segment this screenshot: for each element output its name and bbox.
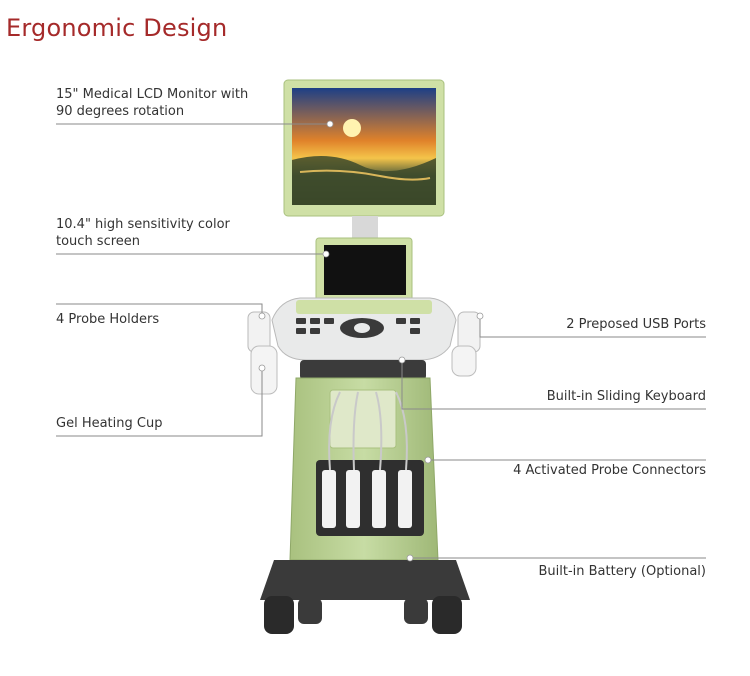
callout-gel-heating-cup: Gel Heating Cup: [56, 416, 163, 431]
control-panel: [247, 297, 481, 395]
cart-base: [260, 560, 470, 634]
sliding-keyboard: [300, 360, 426, 380]
cart-body: [289, 377, 439, 561]
callout-probe-holders: 4 Probe Holders: [56, 312, 160, 327]
lcd-monitor: [283, 79, 445, 238]
page-title: Ergonomic Design: [6, 14, 228, 42]
callout-probe-connectors: 4 Activated Probe Connectors: [513, 463, 706, 478]
callout-lines: [56, 123, 706, 559]
callout-dots: [258, 120, 484, 562]
touch-screen: [315, 237, 413, 303]
sun-icon: [343, 119, 361, 137]
callout-battery: Built-in Battery (Optional): [538, 564, 706, 579]
callout-lcd-monitor: 15" Medical LCD Monitor with 90 degrees …: [56, 87, 249, 119]
callout-usb-ports: 2 Preposed USB Ports: [566, 317, 706, 332]
callout-sliding-keyboard: Built-in Sliding Keyboard: [546, 389, 706, 404]
